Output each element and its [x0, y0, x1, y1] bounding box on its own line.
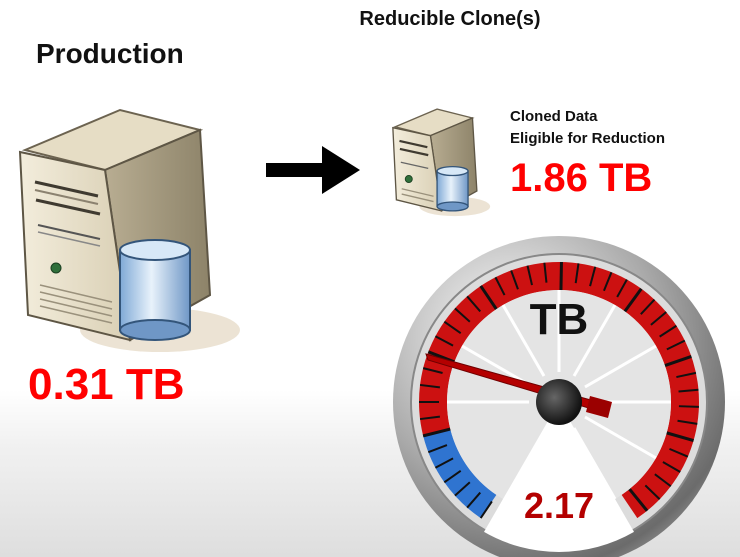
gauge-tick — [494, 276, 506, 296]
gauge-tick — [676, 371, 697, 379]
gauge-tick — [589, 266, 597, 287]
gauge-tick — [644, 484, 661, 500]
gauge: TB 2.17 — [393, 236, 725, 557]
gauge-tick — [419, 383, 441, 389]
gauge-tick — [479, 285, 498, 310]
gauge-divider — [572, 427, 617, 500]
gauge-hub — [536, 379, 582, 425]
gauge-divider — [501, 304, 546, 377]
gauge-tick — [454, 307, 471, 323]
gauge-tick — [666, 431, 694, 443]
gauge-divider — [584, 344, 657, 389]
gauge-tick — [664, 355, 692, 367]
gauge-tick — [443, 470, 462, 484]
gauge-divider — [572, 304, 617, 377]
gauge-tick — [666, 339, 686, 351]
gauge-tick — [650, 311, 667, 326]
gauge-tick — [678, 405, 699, 408]
gauge-tick — [678, 388, 699, 393]
gauge-tick — [543, 262, 548, 283]
arrow-right-icon — [266, 146, 360, 194]
gauge-tick — [662, 461, 681, 473]
gauge-tick — [434, 335, 454, 347]
gauge-tick — [677, 419, 698, 425]
gauge-tick — [616, 279, 628, 298]
gauge-tick — [466, 491, 482, 509]
gauge-tick — [628, 488, 649, 512]
gauge-tick — [669, 447, 689, 458]
reducible-clones-title: Reducible Clone(s) — [359, 8, 541, 30]
clone-label-line1: Cloned Data — [510, 108, 598, 125]
gauge-tick — [479, 500, 493, 519]
clone-label-line2: Eligible for Reduction — [510, 130, 666, 147]
gauge-divider — [584, 415, 657, 460]
database-icon — [436, 165, 469, 212]
gauge-tick — [427, 444, 448, 454]
gauge-tick — [603, 271, 613, 292]
production-title: Production — [36, 38, 184, 69]
gauge-tick — [434, 457, 454, 469]
gauge-tick — [419, 415, 441, 421]
gauge-unit: TB — [530, 295, 589, 344]
clone-server-icon — [392, 108, 491, 217]
gauge-tick — [623, 287, 643, 313]
database-icon — [119, 239, 191, 341]
clone-value: 1.86 TB — [510, 156, 653, 200]
gauge-tick — [526, 265, 533, 286]
gauge-tick — [422, 367, 443, 374]
clone-label: Cloned Data Eligible for Reduction — [510, 106, 665, 150]
gauge-tick — [654, 473, 672, 488]
gauge-tick — [510, 270, 519, 290]
production-value: 0.31 TB — [28, 360, 185, 409]
gauge-tick — [574, 263, 580, 284]
gauge-value: 2.17 — [524, 485, 594, 526]
gauge-tick — [659, 324, 677, 338]
production-server-icon — [18, 108, 240, 352]
gauge-tick — [422, 430, 443, 437]
gauge-tick — [466, 295, 482, 313]
gauge-tick — [443, 320, 462, 334]
gauge-bottom-wedge — [484, 402, 634, 552]
gauge-tick — [454, 481, 471, 497]
gauge-tick — [427, 350, 455, 364]
gauge-tick — [640, 298, 656, 315]
